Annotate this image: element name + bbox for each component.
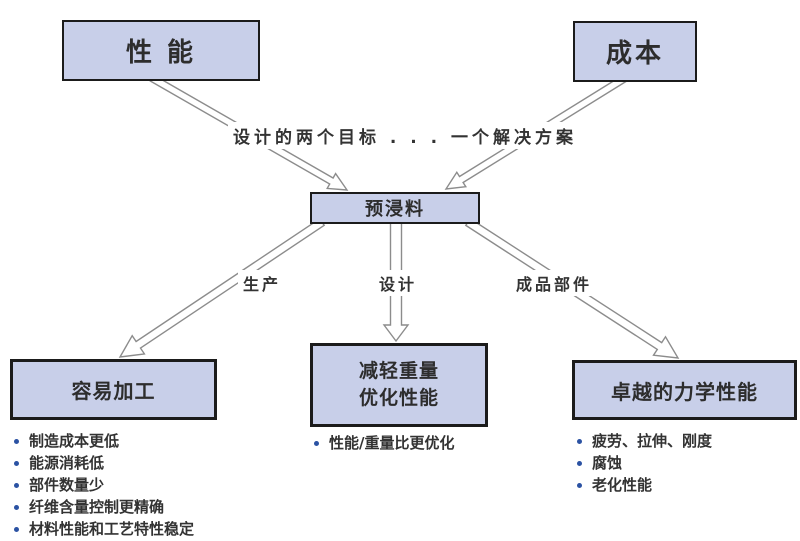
branch-label-production: 生产	[238, 270, 287, 296]
branch-label-design: 设计	[374, 270, 423, 296]
goal-annotation: 设计的两个目标 . . . 一个解决方案	[228, 122, 583, 149]
bullet-list-weight-optimization: 性能/重量比更优化	[312, 432, 454, 454]
node-weight-optimization: 减轻重量 优化性能	[310, 343, 488, 427]
node-prepreg-label: 预浸料	[365, 199, 425, 220]
list-item: 部件数量少	[12, 474, 194, 496]
node-mechanical-label: 卓越的力学性能	[611, 379, 758, 404]
bullet-dot-icon	[14, 483, 19, 488]
bullet-text: 腐蚀	[592, 454, 623, 472]
node-mechanical: 卓越的力学性能	[572, 360, 797, 420]
bullet-dot-icon	[577, 483, 582, 488]
bullet-list-easy-processing: 制造成本更低 能源消耗低 部件数量少 纤维含量控制更精确 材料性能和工艺特性稳定	[12, 430, 194, 540]
list-item: 纤维含量控制更精确	[12, 496, 194, 518]
bullet-dot-icon	[314, 441, 319, 446]
bullet-dot-icon	[14, 527, 19, 532]
bullet-text: 老化性能	[592, 476, 653, 494]
node-performance: 性 能	[62, 20, 260, 81]
list-item: 腐蚀	[575, 452, 712, 474]
bullet-text: 部件数量少	[29, 476, 105, 494]
list-item: 性能/重量比更优化	[312, 432, 454, 454]
node-easy-processing-label: 容易加工	[71, 379, 156, 403]
node-weight-optimization-line2: 优化性能	[358, 387, 439, 409]
list-item: 疲劳、拉伸、刚度	[575, 430, 712, 452]
node-cost-label: 成本	[605, 39, 664, 69]
bullet-text: 疲劳、拉伸、刚度	[592, 432, 713, 450]
bullet-text: 材料性能和工艺特性稳定	[29, 520, 195, 538]
bullet-list-mechanical: 疲劳、拉伸、刚度 腐蚀 老化性能	[575, 430, 712, 496]
bullet-text: 性能/重量比更优化	[329, 434, 455, 452]
node-performance-label: 性 能	[125, 38, 197, 68]
list-item: 制造成本更低	[12, 430, 194, 452]
node-easy-processing: 容易加工	[10, 359, 217, 420]
node-cost: 成本	[573, 21, 697, 82]
list-item: 能源消耗低	[12, 452, 194, 474]
list-item: 材料性能和工艺特性稳定	[12, 518, 194, 540]
bullet-dot-icon	[577, 461, 582, 466]
arrow-prepreg-to-easy-processing	[118, 217, 326, 358]
branch-label-finished-parts: 成品部件	[511, 270, 598, 296]
bullet-text: 制造成本更低	[29, 432, 120, 450]
bullet-dot-icon	[577, 439, 582, 444]
node-weight-optimization-line1: 减轻重量	[358, 360, 439, 382]
bullet-text: 纤维含量控制更精确	[29, 498, 165, 516]
bullet-text: 能源消耗低	[29, 454, 105, 472]
list-item: 老化性能	[575, 474, 712, 496]
bullet-dot-icon	[14, 461, 19, 466]
bullet-dot-icon	[14, 505, 19, 510]
bullet-dot-icon	[14, 439, 19, 444]
node-prepreg: 预浸料	[310, 192, 480, 224]
